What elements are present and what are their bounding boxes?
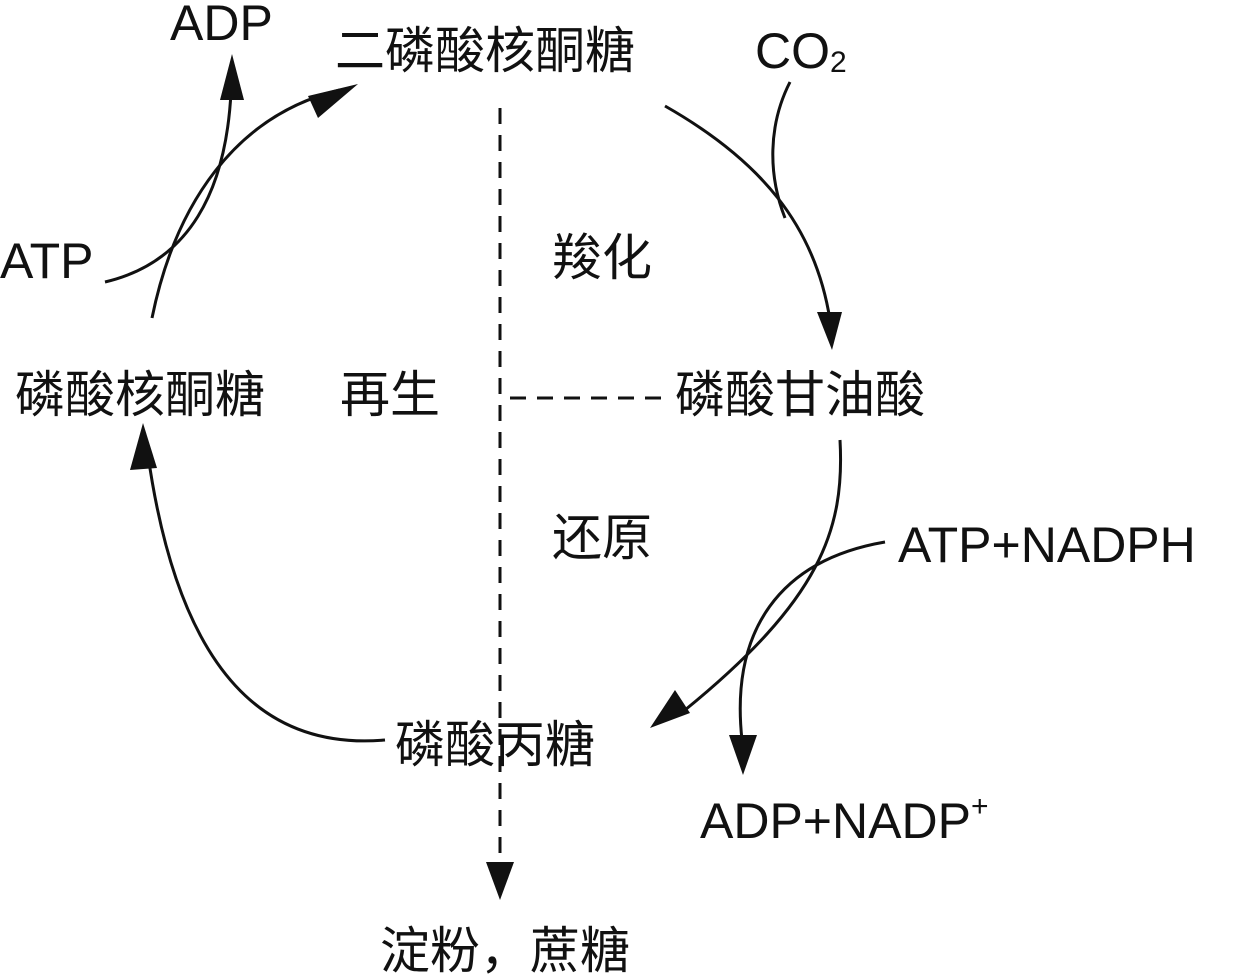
label-reduction: 还原 xyxy=(552,509,652,567)
label-ru5p: 磷酸核酮糖 xyxy=(15,366,265,424)
adp-nadp-base: ADP+NADP xyxy=(700,793,971,849)
label-atp-nadph: ATP+NADPH xyxy=(898,517,1196,573)
arc-g3p-to-ru5p xyxy=(146,454,386,743)
arrowhead-to-ru5p xyxy=(130,423,157,470)
label-carboxylation: 羧化 xyxy=(552,229,652,287)
label-g3p: 磷酸丙糖 xyxy=(395,716,595,774)
arc-rubp-to-pga xyxy=(664,104,832,321)
co2-subscript: 2 xyxy=(830,46,847,79)
arrowhead-to-adp-nadp xyxy=(729,735,757,775)
atp-nadph-curve xyxy=(738,540,886,741)
arrowhead-to-adp xyxy=(220,54,244,100)
co2-input-curve xyxy=(771,81,792,219)
arc-pga-to-g3p xyxy=(684,439,843,712)
label-adp-regen: ADP xyxy=(170,0,273,51)
arrowhead-to-pga xyxy=(817,312,842,350)
arrowhead-to-rubp xyxy=(308,84,358,118)
label-pga: 磷酸甘油酸 xyxy=(675,366,925,424)
arrowhead-to-products xyxy=(486,862,514,900)
co2-base: CO xyxy=(755,23,830,79)
label-regeneration: 再生 xyxy=(340,366,440,424)
adp-nadp-superscript: + xyxy=(971,790,989,823)
label-adp-nadp: ADP+NADP+ xyxy=(700,790,988,849)
label-atp-regen: ATP xyxy=(0,233,94,289)
atp-to-adp-curve xyxy=(104,91,233,284)
label-products: 淀粉，蔗糖 xyxy=(380,922,630,976)
label-co2: CO2 xyxy=(755,23,847,79)
label-rubp: 二磷酸核酮糖 xyxy=(335,22,635,80)
arc-to-rubp xyxy=(150,88,341,319)
arrowhead-to-g3p xyxy=(650,690,690,728)
